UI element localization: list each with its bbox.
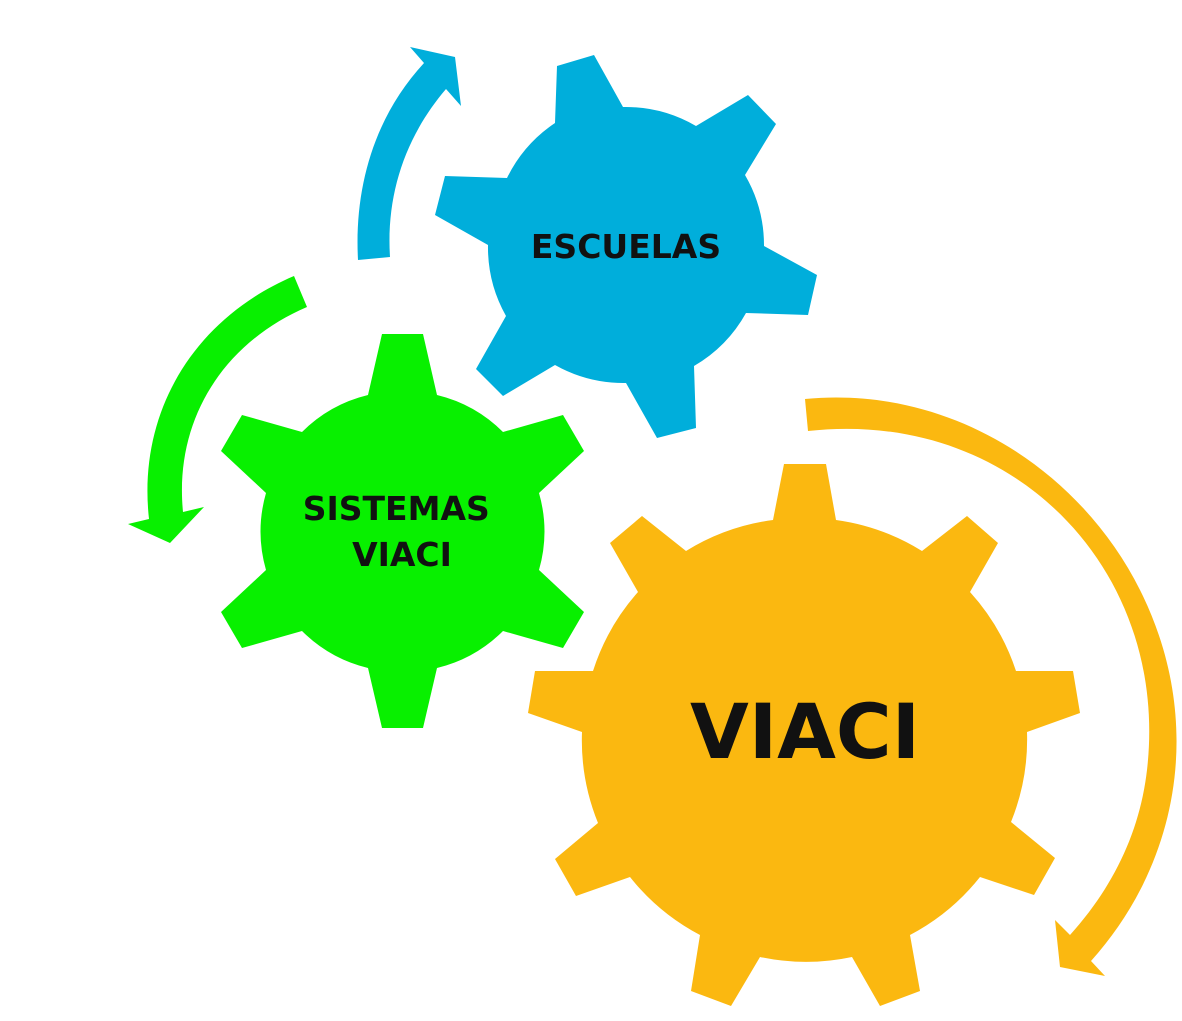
gear-viaci-label: VIACI (690, 687, 920, 776)
gear-escuelas-shape (435, 55, 817, 438)
gear-sistemas-label-line-1: SISTEMAS (303, 489, 490, 528)
arrow-blue-icon (357, 47, 461, 260)
arrow-green-icon (128, 276, 307, 543)
gear-escuelas-label: ESCUELAS (531, 227, 721, 266)
gear-sistemas-shape (221, 334, 584, 728)
gear-sistemas: SISTEMAS VIACI (221, 334, 584, 728)
gear-escuelas: ESCUELAS (435, 55, 817, 438)
gear-viaci: VIACI (528, 464, 1080, 1006)
gear-viaci-shape (528, 464, 1080, 1006)
gear-sistemas-label: SISTEMAS VIACI (303, 489, 502, 574)
gear-sistemas-label-line-2: VIACI (352, 535, 452, 574)
